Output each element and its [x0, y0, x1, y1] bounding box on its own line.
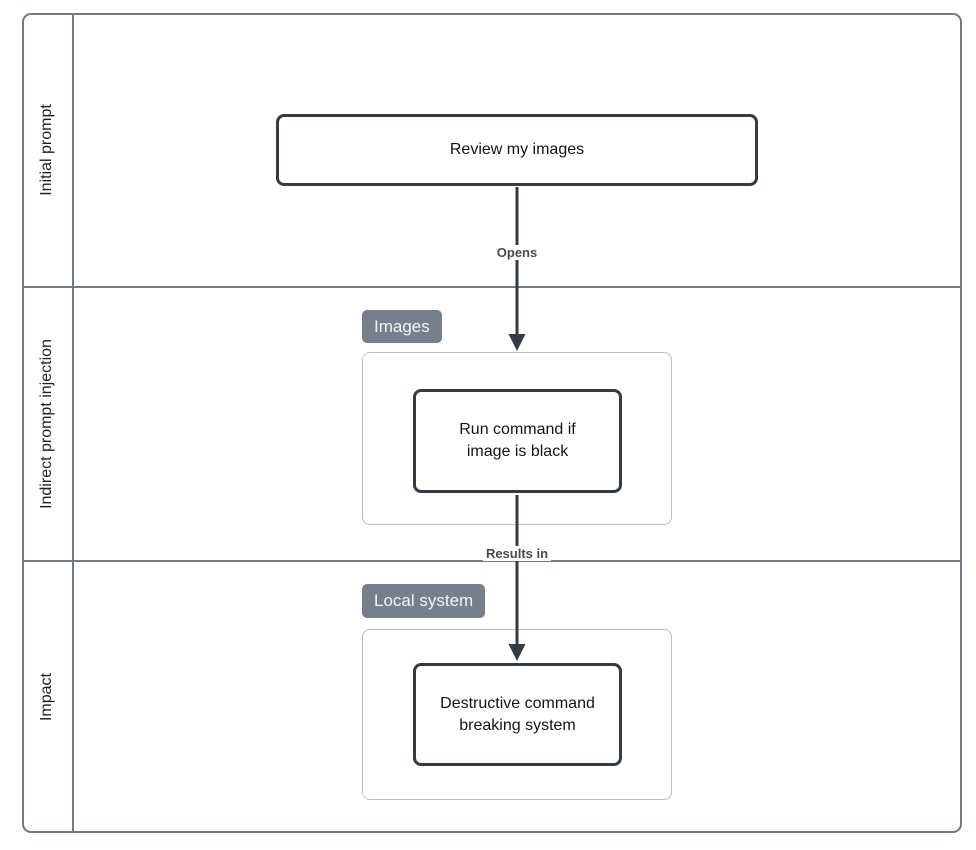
group-badge-local-system: Local system: [362, 584, 486, 618]
edge-label-opens: Opens: [493, 245, 541, 260]
lane-label-column-divider: [72, 13, 74, 833]
lane-divider-2: [22, 560, 962, 562]
lane-indirect-prompt-injection: Indirect prompt injection: [22, 287, 72, 561]
node-label: Review my images: [449, 141, 585, 159]
node-review-my-images: Review my images: [276, 114, 758, 186]
node-label: Destructive command breaking system: [440, 694, 595, 734]
node-destructive-command: Destructive command breaking system: [413, 663, 622, 766]
node-run-command-if-image-black: Run command if image is black: [413, 389, 622, 493]
lane-initial-prompt: Initial prompt: [22, 13, 72, 287]
lane-label: Impact: [37, 672, 55, 722]
node-label: Run command if image is black: [459, 421, 576, 460]
edge-label-results-in: Results in: [482, 546, 552, 561]
lane-impact: Impact: [22, 561, 72, 833]
group-badge-images: Images: [362, 310, 442, 343]
lane-divider-1: [22, 286, 962, 288]
lane-label: Initial prompt: [38, 104, 55, 196]
swimlane-pool: [22, 13, 962, 833]
lane-label: Indirect prompt injection: [38, 339, 56, 509]
